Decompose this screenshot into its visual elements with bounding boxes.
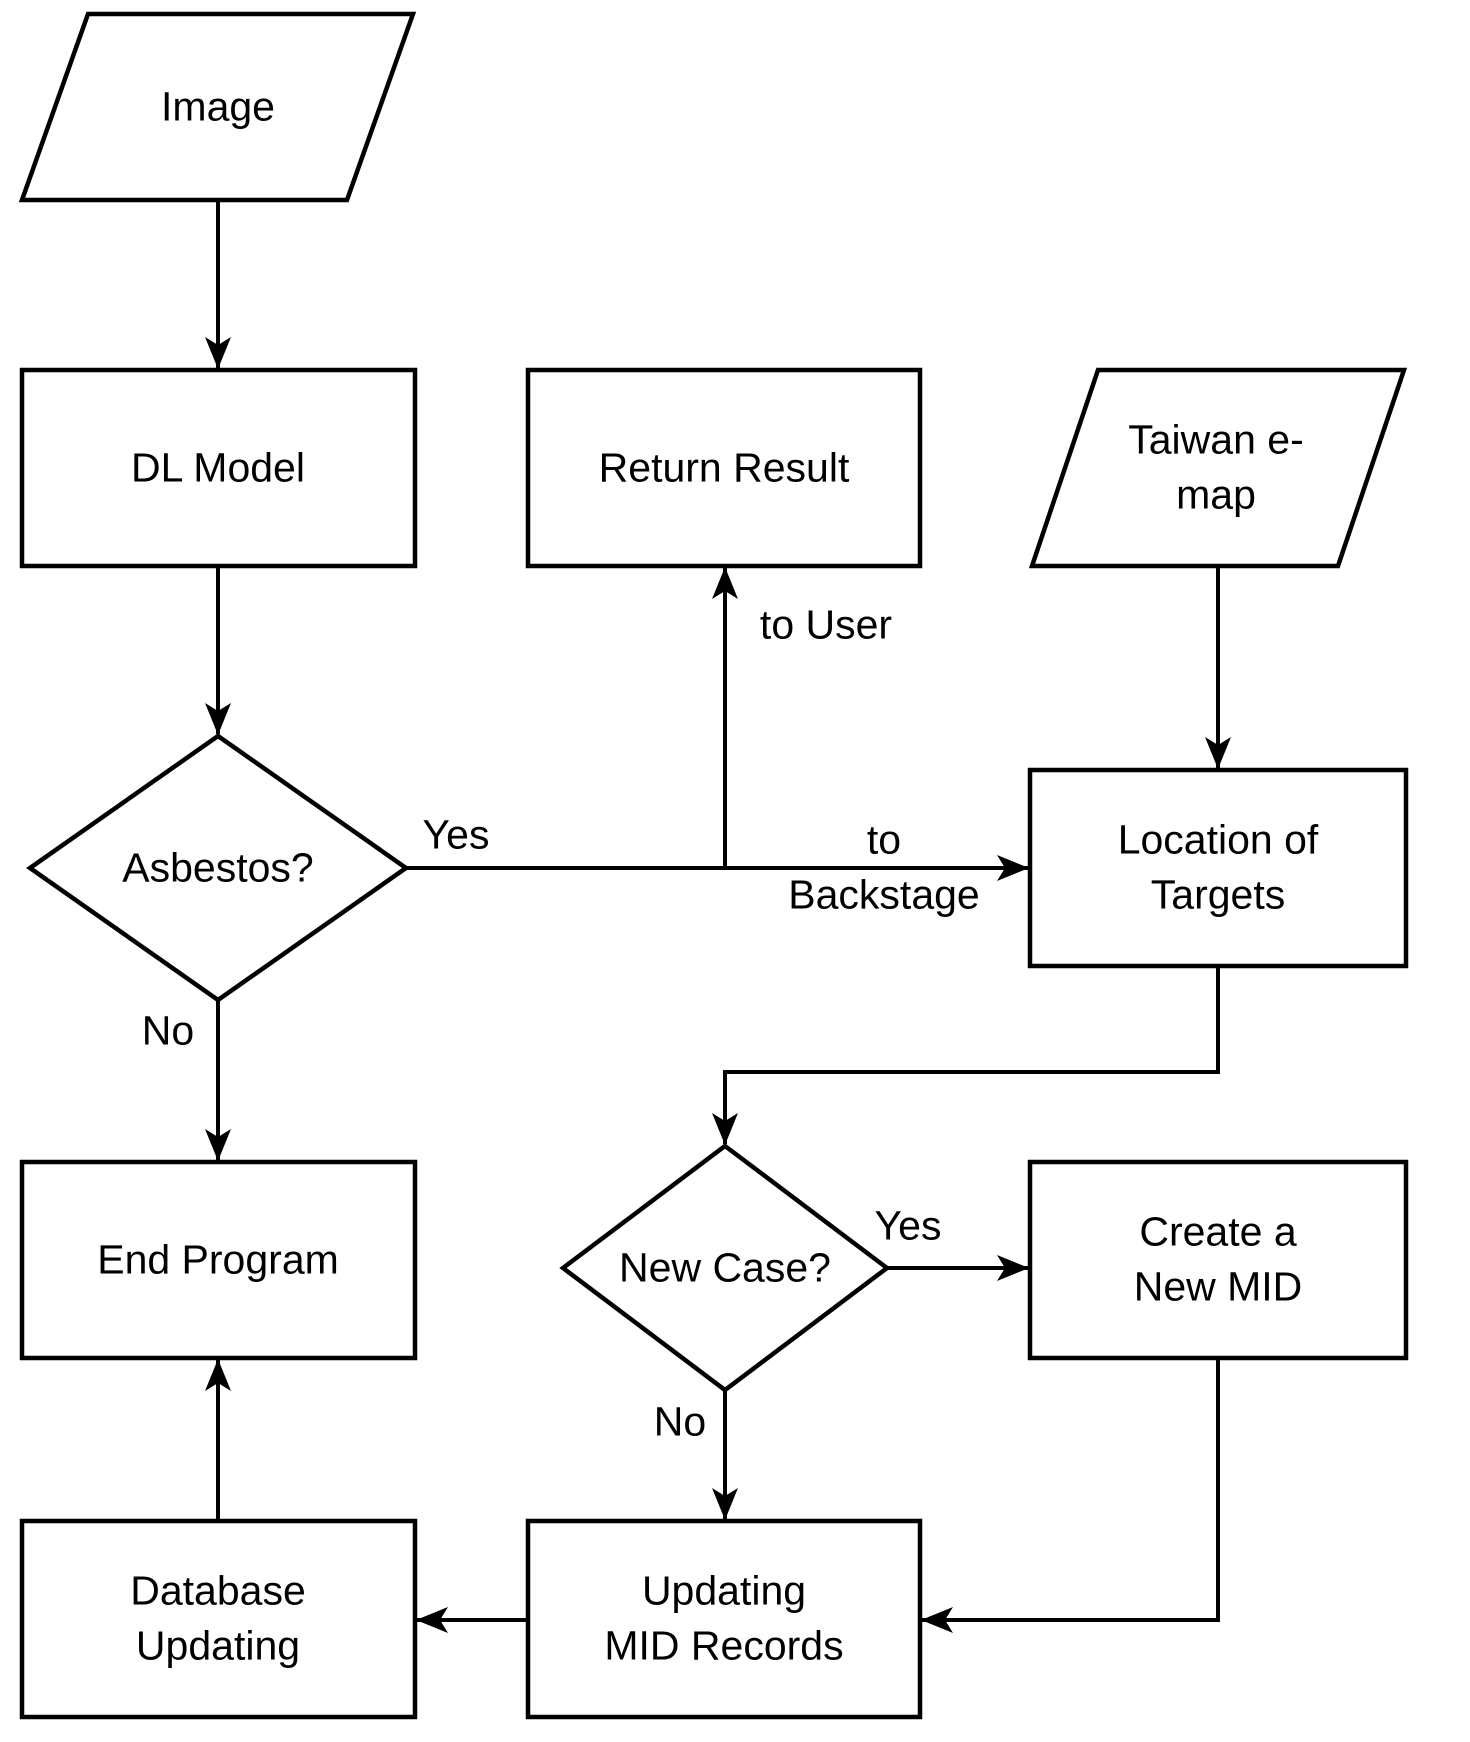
node-return-result-shape [525,367,923,569]
node-location-of-targets-shape [1027,767,1409,969]
edge-location-to-new-case [712,966,1220,1145]
node-create-new-mid-shape [1027,1159,1409,1361]
node-asbestos-shape [26,733,410,1003]
node-end-program-shape [19,1159,418,1361]
edge-create-to-updating [921,1358,1220,1633]
node-database-updating-shape [19,1518,418,1720]
node-image-shape [18,11,417,203]
node-updating-mid-records-shape [525,1518,923,1720]
node-taiwan-emap-shape [1028,367,1408,569]
node-dl-model-shape [19,367,418,569]
node-new-case-shape [559,1143,891,1393]
